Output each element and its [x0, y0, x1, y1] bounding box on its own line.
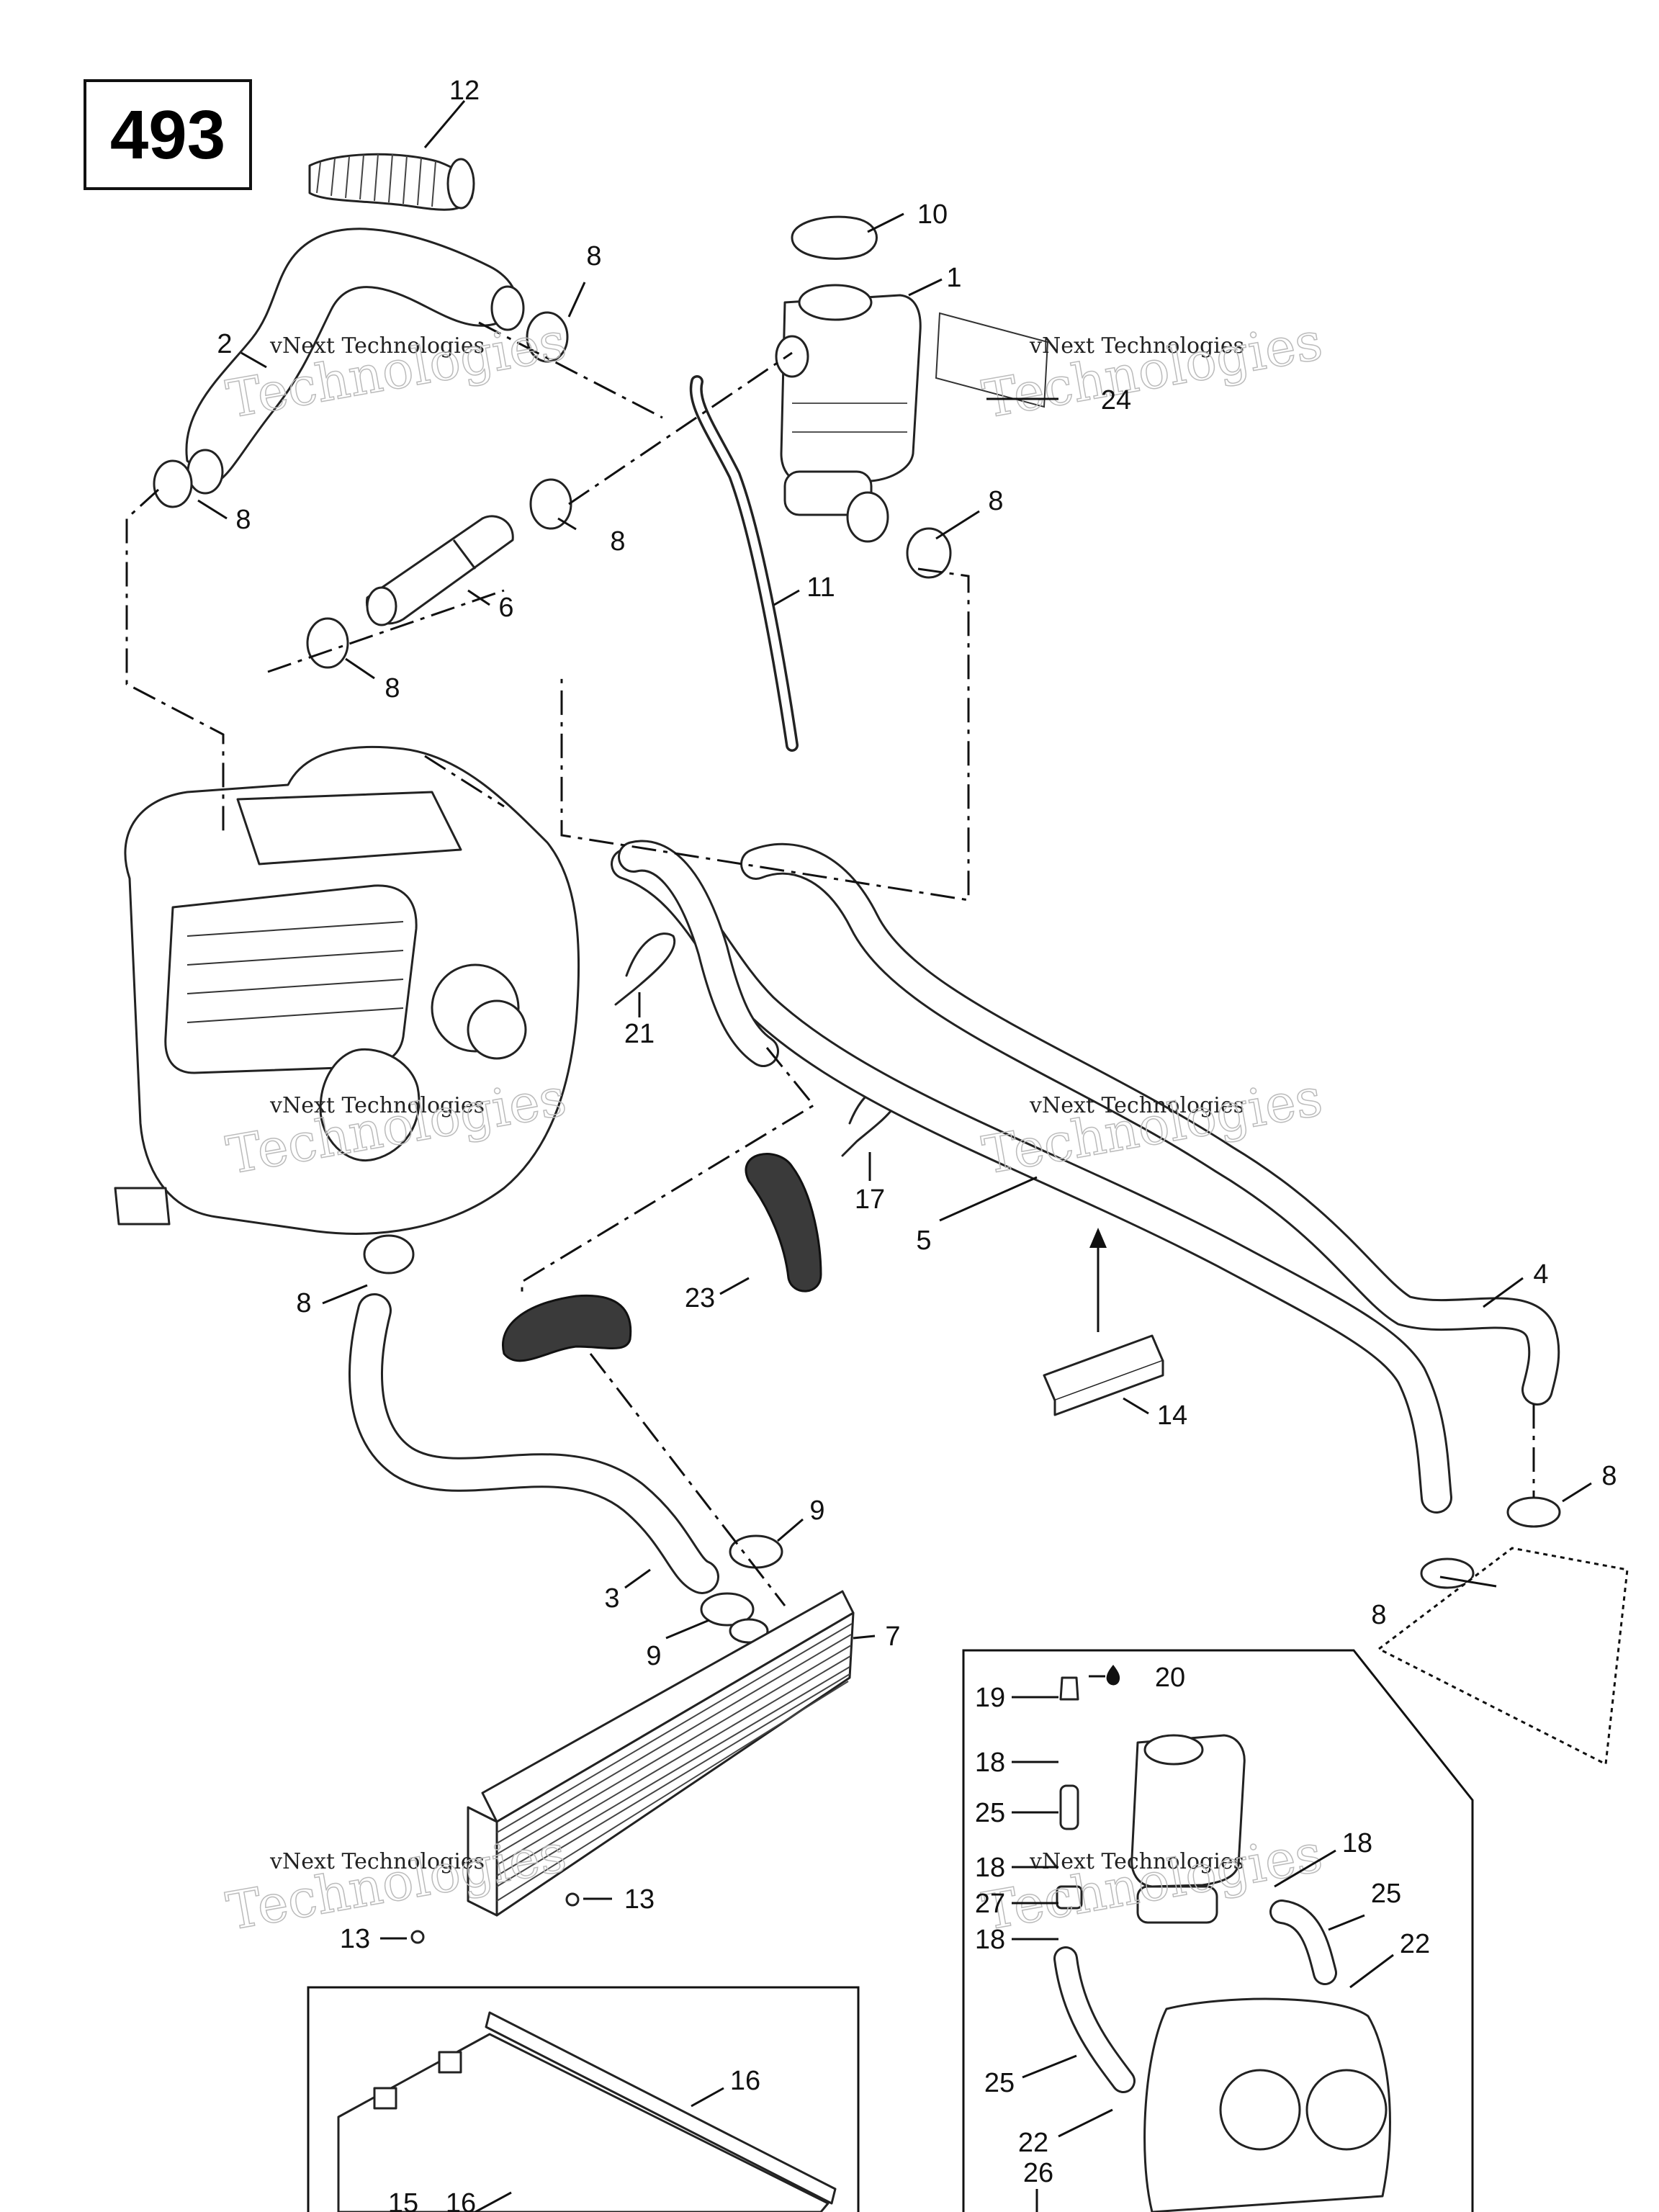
- part-1-coolant-reservoir: [775, 284, 922, 543]
- svg-text:vNext Technologies: vNext Technologies: [1029, 333, 1244, 359]
- svg-text:vNext Technologies: vNext Technologies: [269, 333, 485, 359]
- part-23-corrugated-hose: [502, 1153, 822, 1362]
- callout-2: 2: [217, 329, 232, 359]
- part-24-label: [935, 312, 1049, 408]
- callout-6: 6: [498, 593, 513, 623]
- part-12-corrugated-hose: [308, 153, 475, 211]
- callout-7: 7: [885, 1622, 900, 1652]
- callout-8: 8: [988, 486, 1003, 516]
- callout-27: 27: [975, 1889, 1005, 1919]
- callout-20: 20: [1155, 1663, 1185, 1693]
- callout-13: 13: [340, 1924, 370, 1954]
- part-10-cap: [791, 215, 878, 260]
- part-16-plate: [337, 2011, 837, 2212]
- callout-16: 16: [730, 2066, 760, 2096]
- callout-19: 19: [975, 1683, 1005, 1713]
- watermark-4: vNext Technologies Technologies: [978, 1066, 1327, 1187]
- callout-3: 3: [604, 1583, 619, 1614]
- callout-8: 8: [1601, 1461, 1617, 1491]
- callout-22: 22: [1018, 2128, 1048, 2158]
- callout-25: 25: [984, 2068, 1015, 2098]
- callout-14: 14: [1157, 1401, 1187, 1431]
- callout-8: 8: [1371, 1600, 1386, 1630]
- oil-drop-icon: [1106, 1665, 1120, 1686]
- mounting-plate: [1377, 1547, 1629, 1766]
- watermark-2: vNext Technologies Technologies: [978, 310, 1327, 431]
- callout-8: 8: [296, 1288, 311, 1318]
- callout-24: 24: [1101, 385, 1131, 415]
- part-14-block: [1043, 1334, 1164, 1416]
- part-9-grommets: [700, 1534, 783, 1644]
- engine-block: [114, 746, 580, 1235]
- callout-11: 11: [806, 572, 835, 603]
- part-11-tube: [689, 375, 799, 752]
- assembly-lines: [125, 321, 1535, 1606]
- callout-21: 21: [624, 1019, 655, 1049]
- callout-1: 1: [946, 263, 961, 293]
- callout-8: 8: [586, 241, 601, 271]
- svg-text:vNext Technologies: vNext Technologies: [269, 1849, 485, 1874]
- callout-18: 18: [975, 1925, 1005, 1955]
- callout-labels: 12 10 1 8 2 24 8 8 8 11 6 8 21 17 5 4 8 …: [217, 76, 1617, 2212]
- callout-9: 9: [809, 1496, 824, 1526]
- callout-23: 23: [685, 1283, 715, 1313]
- inset-carburetor-assembly: [1053, 1676, 1391, 2212]
- callout-17: 17: [855, 1184, 885, 1215]
- callout-13: 13: [624, 1884, 655, 1915]
- inset-box-left: [307, 1986, 860, 2212]
- inset-box-right: [962, 1649, 1474, 2212]
- callout-22: 22: [1400, 1929, 1430, 1959]
- svg-text:vNext Technologies: vNext Technologies: [269, 1093, 485, 1118]
- part-13-screws: [410, 1892, 580, 1944]
- part-3-hose: [349, 1293, 719, 1594]
- callout-18: 18: [975, 1748, 1005, 1778]
- part-21-cable-tie: [614, 932, 676, 1006]
- svg-text:Technologies: Technologies: [978, 1066, 1326, 1185]
- diagram-number-box: 493: [84, 79, 252, 190]
- callout-16-bottom: 16: [446, 2188, 476, 2212]
- callout-10: 10: [917, 199, 948, 230]
- svg-text:Technologies: Technologies: [222, 1822, 570, 1941]
- callout-25: 25: [975, 1798, 1005, 1828]
- svg-text:Technologies: Technologies: [978, 310, 1326, 429]
- callout-5: 5: [916, 1226, 931, 1256]
- direction-arrow: [1089, 1228, 1107, 1332]
- callout-15: 15: [388, 2188, 418, 2212]
- callout-8: 8: [610, 526, 625, 557]
- callout-8: 8: [385, 673, 400, 703]
- diagram-number: 493: [110, 96, 225, 174]
- watermark-5: vNext Technologies Technologies: [222, 1822, 571, 1943]
- part-4-long-tube: [618, 840, 1560, 1406]
- svg-text:vNext Technologies: vNext Technologies: [1029, 1849, 1244, 1874]
- leader-lines: [197, 100, 1592, 2212]
- callout-18: 18: [1342, 1828, 1372, 1858]
- callout-25: 25: [1371, 1879, 1401, 1909]
- callout-18: 18: [975, 1853, 1005, 1883]
- part-8-clamps: [153, 311, 1561, 1589]
- callout-26: 26: [1023, 2158, 1053, 2188]
- part-7-heat-exchanger: [467, 1590, 855, 1917]
- callout-4: 4: [1533, 1259, 1548, 1290]
- callout-9: 9: [646, 1641, 661, 1671]
- callout-12: 12: [449, 76, 480, 106]
- callout-8: 8: [235, 505, 251, 535]
- svg-text:vNext Technologies: vNext Technologies: [1029, 1093, 1244, 1118]
- part-6-short-hose: [366, 515, 514, 626]
